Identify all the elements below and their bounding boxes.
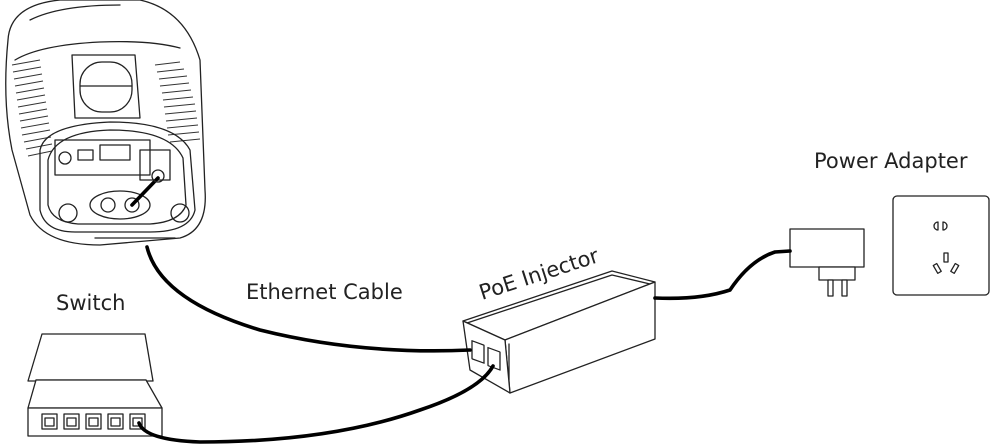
ethernet-cable-camera-to-poe <box>145 245 472 353</box>
ethernet-cable-switch-to-poe <box>137 364 495 444</box>
adapter-prong-1 <box>827 279 834 297</box>
switch-ports <box>41 413 146 430</box>
switch-front-slope <box>27 379 163 409</box>
adapter-neck <box>818 266 856 281</box>
power-cable-poe-to-adapter <box>653 249 792 301</box>
power-adapter-device <box>789 228 865 297</box>
label-switch: Switch <box>56 291 125 315</box>
outlet-slot-right <box>942 221 948 231</box>
switch-port-5 <box>129 413 146 430</box>
switch-port-2 <box>63 413 80 430</box>
switch-device <box>27 333 163 437</box>
label-ethernet-cable: Ethernet Cable <box>246 280 403 304</box>
adapter-prong-2 <box>841 279 848 297</box>
switch-port-3 <box>85 413 102 430</box>
wall-outlet <box>892 195 990 296</box>
poe-injector-device <box>462 270 656 394</box>
adapter-body <box>789 228 865 268</box>
switch-port-4 <box>107 413 124 430</box>
switch-port-1 <box>41 413 58 430</box>
outlet-slot-earth <box>943 252 949 263</box>
vent-left <box>11 59 53 157</box>
vent-right <box>154 61 201 143</box>
outlet-slot-left <box>933 221 939 231</box>
poe-front-face <box>462 320 511 394</box>
outlet-slot-neutral <box>950 262 960 274</box>
label-power-adapter: Power Adapter <box>814 149 968 173</box>
outlet-slot-live <box>932 262 942 274</box>
switch-top <box>27 333 154 382</box>
poe-port-1 <box>471 340 485 364</box>
outlet-plate <box>892 195 990 296</box>
camera-device <box>5 0 206 246</box>
